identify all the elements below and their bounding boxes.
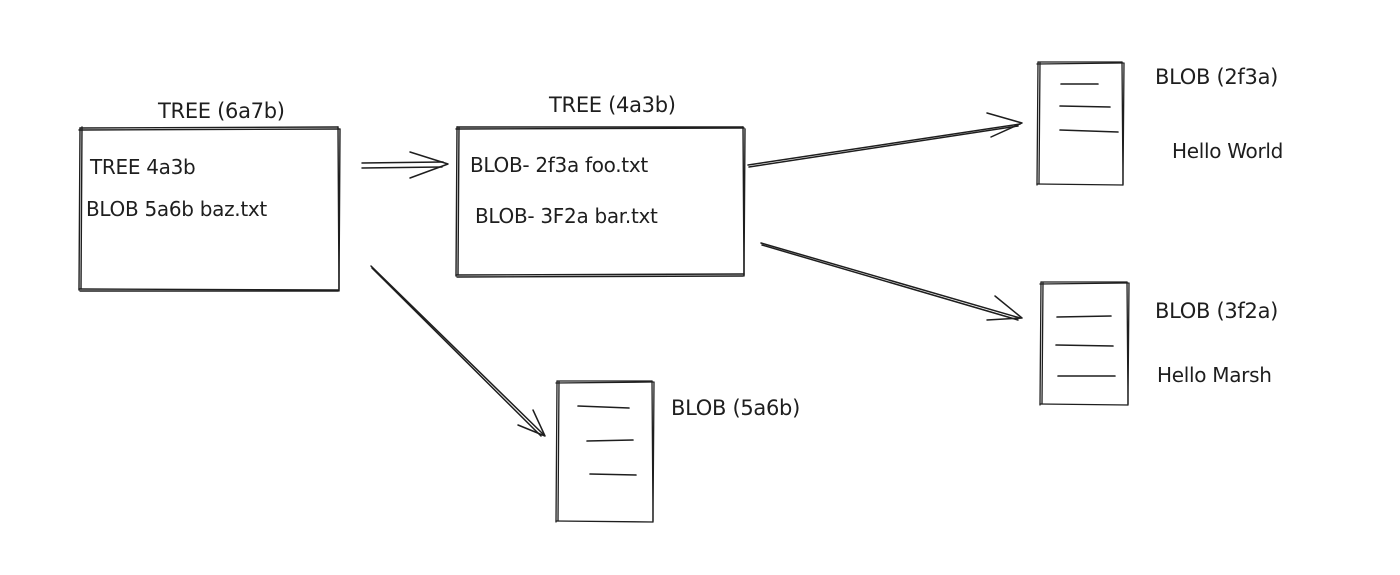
sub-tree-box bbox=[455, 126, 746, 278]
arrow-subtree-to-blob-3f2a bbox=[760, 242, 1023, 321]
root-tree-entry: TREE 4a3b bbox=[90, 155, 196, 179]
blob-2f3a-content: Hello World bbox=[1172, 139, 1284, 163]
blob-5a6b-title: BLOB (5a6b) bbox=[671, 396, 800, 420]
document-icon bbox=[1036, 61, 1125, 186]
root-tree-title: TREE (6a7b) bbox=[158, 99, 285, 123]
sub-tree-title: TREE (4a3b) bbox=[549, 93, 676, 117]
root-tree-entry: BLOB 5a6b baz.txt bbox=[86, 197, 267, 221]
sub-tree-entry: BLOB- 3F2a bar.txt bbox=[475, 204, 658, 228]
arrow-root-to-subtree bbox=[361, 151, 449, 179]
root-tree-box bbox=[78, 126, 341, 292]
sub-tree-entry: BLOB- 2f3a foo.txt bbox=[470, 153, 648, 177]
blob-3f2a-title: BLOB (3f2a) bbox=[1155, 299, 1279, 323]
arrow-subtree-to-blob-2f3a bbox=[747, 112, 1023, 168]
document-icon bbox=[1039, 281, 1130, 406]
document-icon bbox=[555, 380, 655, 523]
blob-2f3a-title: BLOB (2f3a) bbox=[1155, 65, 1279, 89]
arrow-root-to-blob-5a6b bbox=[370, 265, 546, 437]
blob-3f2a-content: Hello Marsh bbox=[1157, 363, 1272, 387]
